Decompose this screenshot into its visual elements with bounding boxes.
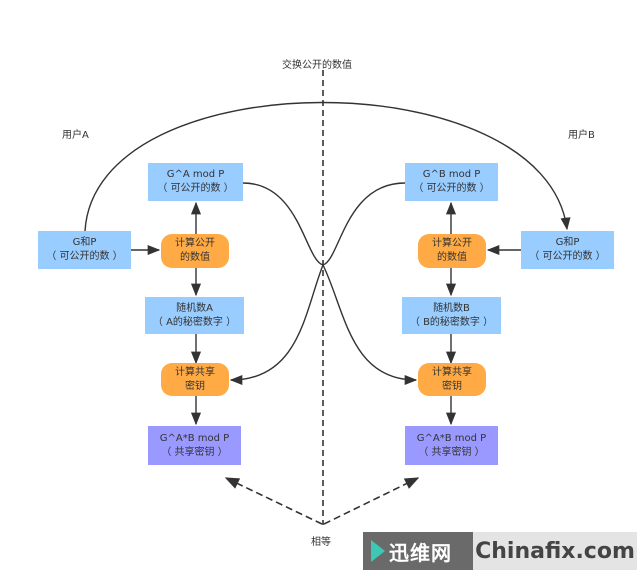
user-b-label: 用户B — [568, 130, 595, 141]
left-calc-public-line2: 的数值 — [180, 252, 210, 263]
left-shared-line1: G^A*B mod P — [159, 432, 230, 444]
equal-label: 相等 — [311, 537, 331, 548]
left-random-box: 随机数A （ A的秘密数字 ） — [145, 297, 244, 334]
left-random-line1: 随机数A — [176, 302, 213, 314]
watermark-cn-text: 迅维网 — [389, 540, 452, 565]
left-public-line1: G^A mod P — [166, 169, 225, 180]
left-calc-public-pill: 计算公开 的数值 — [161, 234, 229, 268]
left-public-line2: （ 可公开的数 ） — [157, 183, 234, 194]
left-calc-public-line1: 计算公开 — [175, 238, 215, 249]
left-shared-line2: （ 共享密钥 ） — [161, 446, 228, 458]
right-random-line2: （ B的秘密数字 ） — [409, 316, 494, 328]
left-calc-shared-line2: 密钥 — [185, 380, 205, 392]
left-gp-box: G和P （ 可公开的数 ） — [38, 231, 131, 269]
right-gp-line2: （ 可公开的数 ） — [529, 251, 606, 262]
right-calc-public-line2: 的数值 — [437, 252, 467, 263]
watermark-domain-block: Chinafix.com — [473, 532, 637, 570]
left-gp-line1: G和P — [72, 237, 97, 248]
right-public-box: G^B mod P （ 可公开的数 ） — [405, 163, 498, 201]
right-shared-line2: （ 共享密钥 ） — [418, 446, 485, 458]
right-shared-line1: G^A*B mod P — [416, 432, 487, 444]
left-shared-key-box: G^A*B mod P （ 共享密钥 ） — [148, 426, 241, 465]
right-random-box: 随机数B （ B的秘密数字 ） — [402, 297, 501, 334]
right-calc-shared-line2: 密钥 — [442, 380, 462, 392]
right-calc-public-line1: 计算公开 — [432, 238, 472, 249]
right-calc-public-pill: 计算公开 的数值 — [418, 234, 486, 268]
watermark-en-text: Chinafix.com — [475, 538, 635, 564]
user-a-label: 用户A — [62, 130, 89, 141]
watermark-logo-block: 迅维网 — [363, 532, 473, 570]
right-gp-box: G和P （ 可公开的数 ） — [521, 231, 614, 269]
right-calc-shared-pill: 计算共享 密钥 — [418, 363, 486, 396]
right-public-line2: （ 可公开的数 ） — [413, 183, 490, 194]
right-calc-shared-line1: 计算共享 — [432, 366, 472, 378]
left-random-line2: （ A的秘密数字 ） — [152, 316, 237, 328]
exchange-title: 交换公开的数值 — [282, 60, 352, 71]
curve-a-public-to-b-calc — [242, 182, 418, 386]
exchange-arc — [84, 101, 571, 232]
right-gp-line1: G和P — [555, 237, 580, 248]
left-gp-line2: （ 可公开的数 ） — [46, 251, 123, 262]
equal-arrow-right — [323, 477, 420, 525]
curve-b-public-to-a-calc — [229, 182, 406, 386]
right-public-line1: G^B mod P — [422, 169, 481, 180]
left-calc-shared-pill: 计算共享 密钥 — [161, 363, 229, 396]
chevron-right-icon — [371, 540, 385, 562]
equal-arrow-left — [224, 477, 323, 525]
left-public-box: G^A mod P （ 可公开的数 ） — [148, 163, 243, 201]
right-shared-key-box: G^A*B mod P （ 共享密钥 ） — [405, 426, 498, 465]
left-calc-shared-line1: 计算共享 — [175, 366, 215, 378]
right-random-line1: 随机数B — [433, 302, 470, 314]
